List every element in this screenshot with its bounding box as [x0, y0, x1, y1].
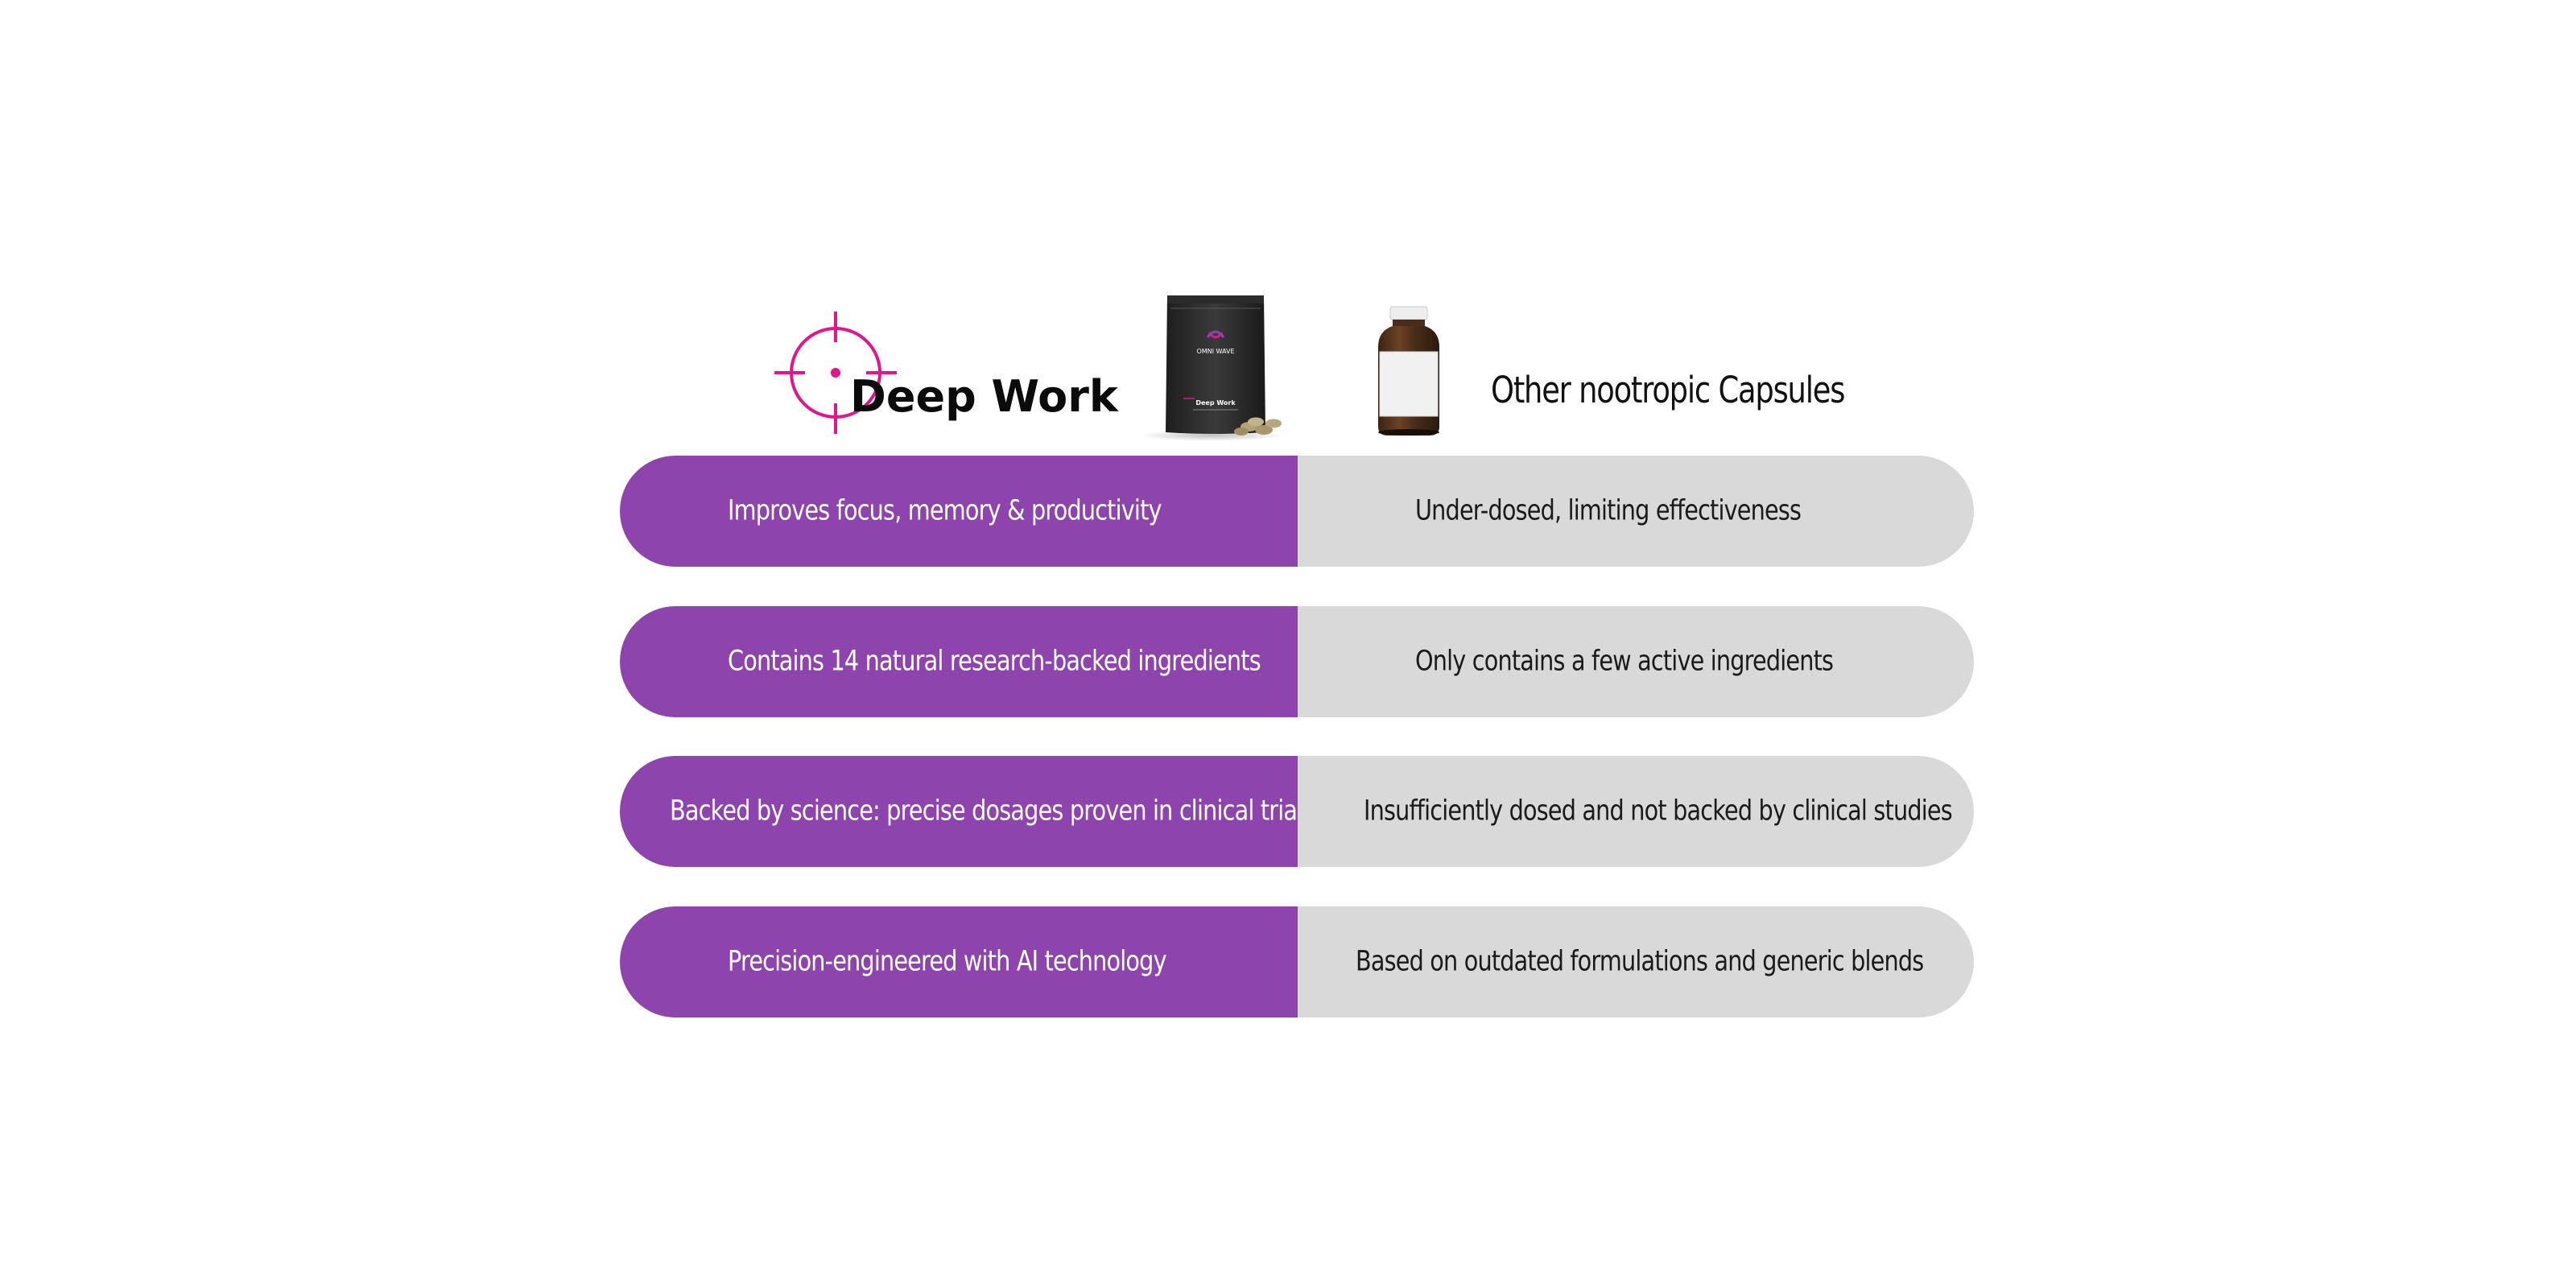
deep-work-benefit-text: Backed by science: precise dosages prove…: [670, 795, 1315, 828]
pouch-product-label: Deep Work: [1195, 399, 1236, 407]
competitor-bottle-image: [1368, 302, 1449, 439]
pouch-brand-label: OMNI WAVE: [1196, 348, 1234, 355]
deep-work-benefit-cell: Improves focus, memory & productivity: [620, 456, 1298, 567]
deep-work-benefit-text: Contains 14 natural research-backed ingr…: [728, 645, 1261, 678]
competitor-drawback-text: Only contains a few active ingredients: [1415, 645, 1834, 678]
comparison-table: Improves focus, memory & productivity Un…: [620, 456, 1974, 1019]
comparison-header: Deep Work OMNI WAVE Deep Work: [0, 0, 2576, 451]
competitor-drawback-cell: Based on outdated formulations and gener…: [1298, 906, 1974, 1018]
competitor-drawback-cell: Only contains a few active ingredients: [1298, 606, 1974, 717]
competitor-drawback-text: Insufficiently dosed and not backed by c…: [1364, 795, 1953, 828]
deep-work-benefit-text: Precision-engineered with AI technology: [728, 945, 1167, 978]
comparison-row: Contains 14 natural research-backed ingr…: [620, 606, 1974, 717]
deep-work-benefit-cell: Contains 14 natural research-backed ingr…: [620, 606, 1298, 717]
comparison-row: Improves focus, memory & productivity Un…: [620, 456, 1974, 567]
competitor-drawback-cell: Insufficiently dosed and not backed by c…: [1298, 756, 1974, 867]
competitor-title: Other nootropic Capsules: [1491, 369, 1845, 411]
comparison-row: Backed by science: precise dosages prove…: [620, 756, 1974, 867]
crosshair-icon: [773, 310, 898, 436]
comparison-row: Precision-engineered with AI technology …: [620, 906, 1974, 1018]
competitor-drawback-text: Based on outdated formulations and gener…: [1356, 945, 1924, 978]
competitor-drawback-cell: Under-dosed, limiting effectiveness: [1298, 456, 1974, 567]
brand-title: Deep Work: [850, 371, 1118, 422]
deep-work-benefit-cell: Precision-engineered with AI technology: [620, 906, 1298, 1018]
competitor-drawback-text: Under-dosed, limiting effectiveness: [1415, 494, 1802, 527]
deep-work-benefit-cell: Backed by science: precise dosages prove…: [620, 756, 1315, 867]
product-pouch-image: OMNI WAVE Deep Work: [1135, 286, 1288, 443]
deep-work-benefit-text: Improves focus, memory & productivity: [728, 494, 1162, 527]
